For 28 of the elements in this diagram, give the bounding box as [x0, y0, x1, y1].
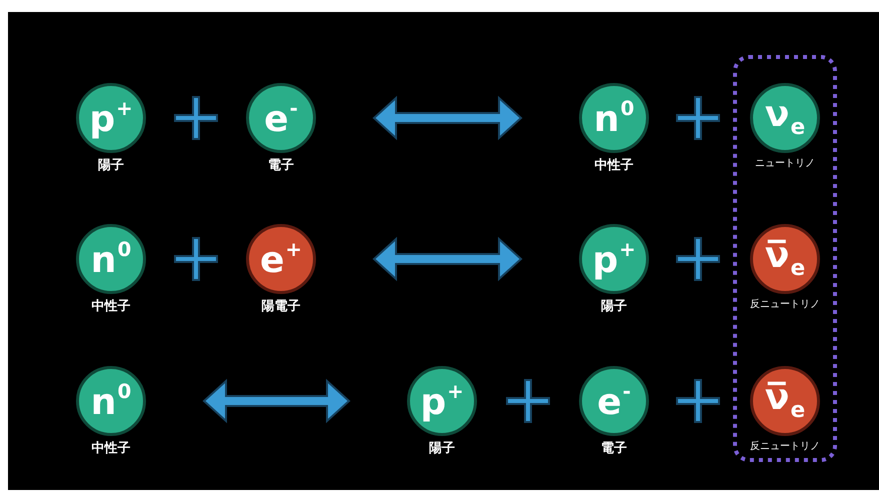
particle-name: ニュートリノ: [755, 157, 815, 170]
double-arrow: [372, 236, 522, 282]
particle-name: 中性子: [92, 298, 130, 315]
particle-symbol: p$^{+}$: [420, 382, 464, 420]
particle-symbol: e$^{-}$: [597, 382, 631, 420]
particle-symbol: n$^{0}$: [90, 382, 132, 420]
particle-symbol: e$^{+}$: [260, 240, 302, 278]
particle-symbol: ν̅$_{e}$: [764, 380, 806, 422]
double-arrow: [202, 378, 350, 424]
particle-name: 反ニュートリノ: [750, 440, 820, 453]
particle-name: 中性子: [594, 157, 634, 174]
particle-name: 陽子: [98, 157, 124, 174]
particle-name: 電子: [601, 440, 627, 457]
particle-symbol: p$^{+}$: [592, 240, 636, 278]
particle-name: 陽電子: [262, 298, 300, 315]
particle-symbol: e$^{-}$: [264, 98, 298, 138]
particle-symbol: n$^{0}$: [90, 240, 132, 278]
particle-name: 電子: [268, 157, 294, 174]
group-frame: [733, 55, 837, 462]
particle-name: 反ニュートリノ: [750, 298, 820, 311]
particle-symbol: n$^{0}$: [594, 98, 634, 138]
particle-name: 陽子: [429, 440, 455, 457]
particle-symbol: ν$_{e}$: [764, 97, 806, 139]
particle-name: 陽子: [601, 298, 627, 315]
double-arrow: [372, 96, 522, 140]
particle-name: 中性子: [92, 440, 130, 457]
particle-symbol: p$^{+}$: [89, 98, 133, 138]
particle-symbol: ν̅$_{e}$: [764, 238, 806, 280]
